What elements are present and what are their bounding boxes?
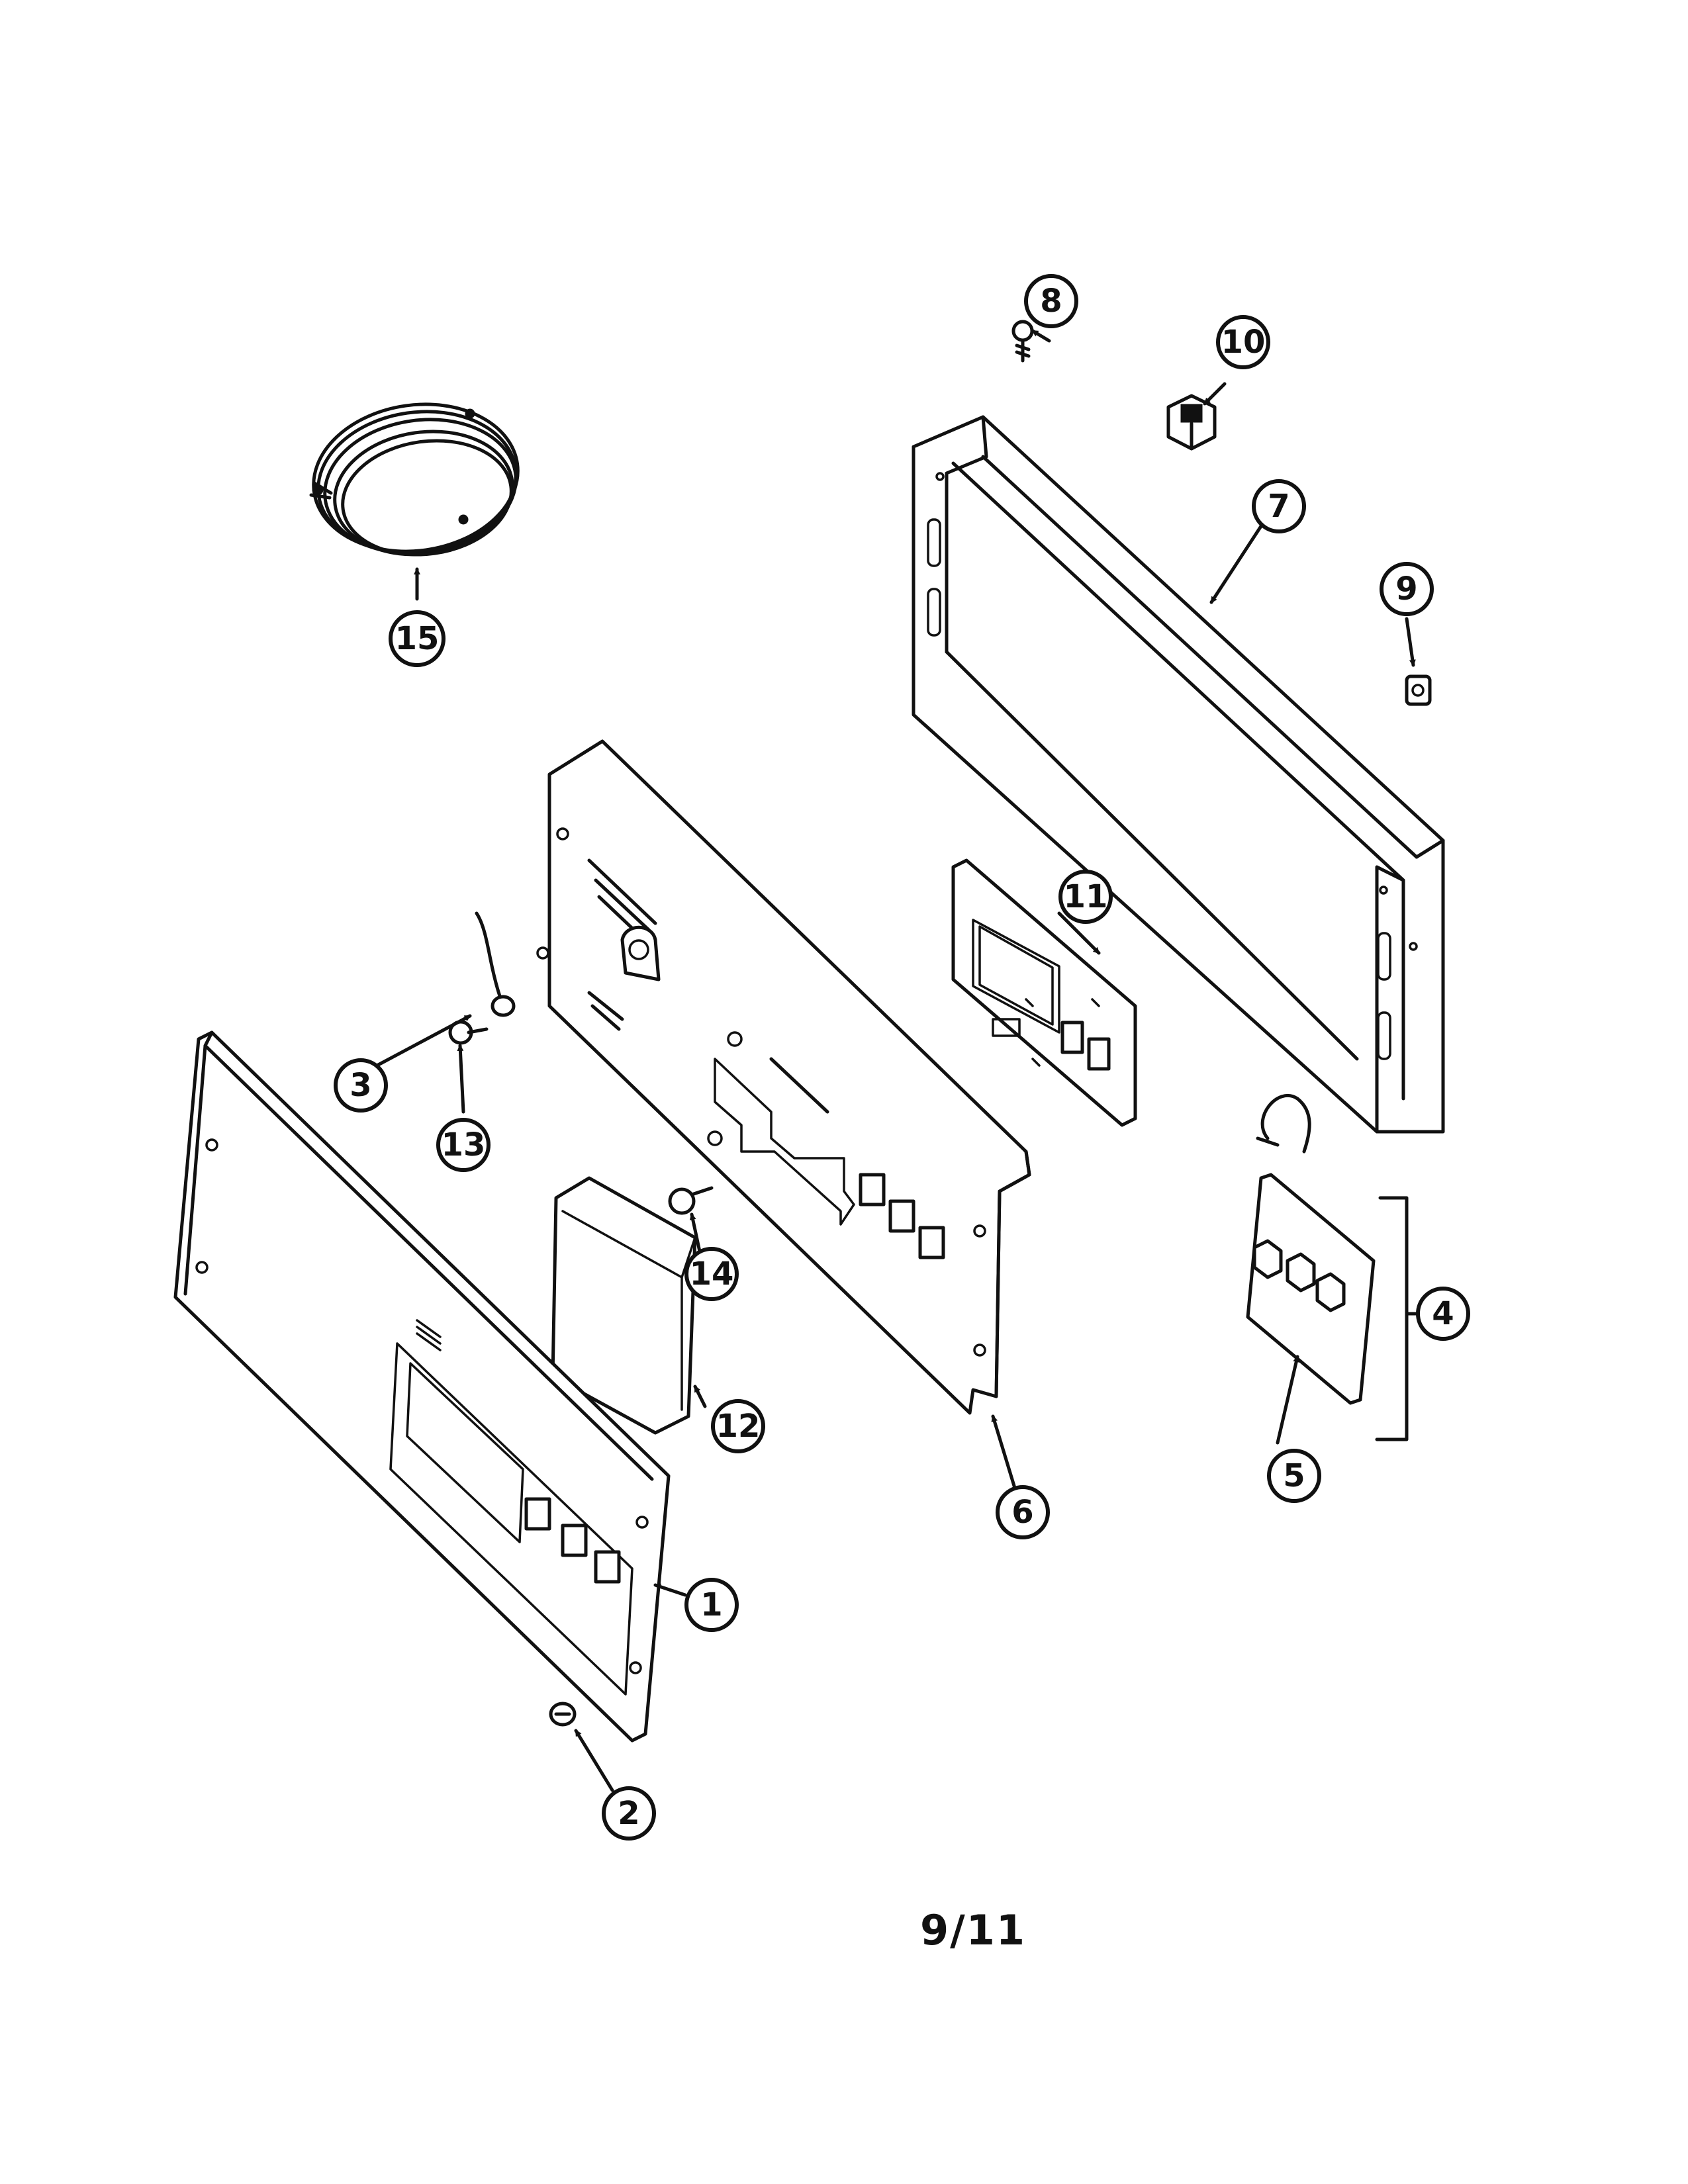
part-11-display-board — [951, 858, 1137, 1127]
part-5-keypad-board — [1246, 1093, 1376, 1405]
callout-label: 8 — [1040, 283, 1062, 320]
callout-label: 4 — [1432, 1295, 1454, 1332]
callout-5: 5 — [1267, 1449, 1321, 1503]
part-10-bracket — [1166, 394, 1217, 451]
callout-10: 10 — [1216, 315, 1270, 369]
callout-label: 5 — [1283, 1457, 1305, 1494]
part-4-group-bracket — [1375, 1196, 1422, 1441]
callout-label: 6 — [1011, 1494, 1033, 1531]
callout-label: 2 — [618, 1795, 639, 1832]
callout-label: 9 — [1395, 570, 1417, 608]
part-14-push-pin — [668, 1186, 714, 1215]
callout-7: 7 — [1252, 479, 1306, 533]
part-7-control-housing — [912, 415, 1445, 1134]
callout-1: 1 — [684, 1578, 739, 1632]
callout-label: 3 — [350, 1067, 371, 1104]
part-9-clip — [1405, 674, 1432, 706]
part-1-control-panel-overlay — [173, 1030, 671, 1743]
callout-label: 1 — [700, 1586, 722, 1623]
callout-6: 6 — [996, 1485, 1050, 1539]
callout-11: 11 — [1058, 870, 1113, 924]
callout-8: 8 — [1024, 274, 1078, 328]
callout-label: 7 — [1268, 488, 1289, 525]
callout-label: 15 — [395, 620, 440, 657]
callout-label: 13 — [442, 1126, 486, 1163]
callout-label: 12 — [716, 1408, 761, 1445]
page-number: 9/11 — [919, 1906, 1027, 1954]
callout-15: 15 — [389, 610, 445, 667]
leader-lines — [369, 329, 1416, 1792]
callout-label: 14 — [690, 1255, 734, 1293]
part-3-ground-wire — [475, 911, 516, 1017]
callout-13: 13 — [436, 1118, 491, 1172]
callout-14: 14 — [684, 1247, 739, 1301]
callout-label: 10 — [1221, 324, 1266, 361]
callout-12: 12 — [711, 1399, 765, 1453]
part-15-wire-harness-coil — [309, 402, 520, 557]
part-8-screw — [1011, 320, 1034, 363]
callout-9: 9 — [1380, 562, 1434, 616]
callout-label: 11 — [1064, 878, 1108, 915]
part-6-control-panel-backing — [536, 739, 1031, 1415]
callout-3: 3 — [334, 1058, 388, 1113]
callout-4: 4 — [1416, 1287, 1470, 1341]
part-2-screw — [549, 1702, 577, 1727]
callout-2: 2 — [602, 1786, 656, 1841]
